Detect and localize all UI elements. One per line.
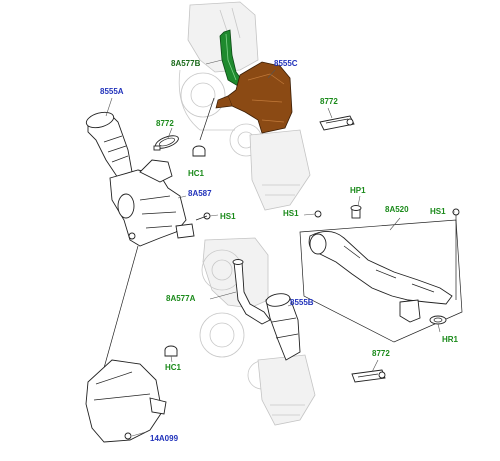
leader-hc1-top xyxy=(199,97,215,141)
label-8a577a: 8A577A xyxy=(166,294,196,303)
label-8555c: 8555C xyxy=(274,59,298,68)
label-hs1-left: HS1 xyxy=(283,209,299,218)
label-8555b: 8555B xyxy=(290,298,314,307)
pipe-8555b xyxy=(265,293,301,361)
valve-housing-8a587 xyxy=(109,159,195,247)
heat-shield-8555c xyxy=(215,61,293,134)
label-8772-top: 8772 xyxy=(320,97,338,106)
clamp-8772-top xyxy=(319,115,355,131)
label-14a099: 14A099 xyxy=(150,434,179,443)
screw-hs1-mid xyxy=(195,212,211,221)
label-8555a: 8555A xyxy=(100,87,124,96)
label-8a587: 8A587 xyxy=(188,189,212,198)
leader-housing-to-reservoir xyxy=(103,245,139,369)
label-hs1-right: HS1 xyxy=(430,207,446,216)
engine-block-top-ghost xyxy=(178,1,311,211)
label-8772-bot: 8772 xyxy=(372,349,390,358)
label-hp1: HP1 xyxy=(350,186,366,195)
inset-8a520 xyxy=(299,205,463,343)
cap-hc1-top xyxy=(192,145,206,157)
label-8772-left: 8772 xyxy=(156,119,174,128)
cap-hc1-bot xyxy=(164,345,178,357)
engine-block-bottom-ghost xyxy=(199,237,316,426)
label-hc1-bot: HC1 xyxy=(165,363,182,372)
clamp-8772-left xyxy=(153,135,179,151)
label-hr1: HR1 xyxy=(442,335,459,344)
label-hc1-top: HC1 xyxy=(188,169,205,178)
pipe-8555a xyxy=(85,111,133,179)
label-8a520: 8A520 xyxy=(385,205,409,214)
clamp-8772-bottom xyxy=(351,369,386,383)
hose-8a577a xyxy=(232,259,271,325)
label-hs1-mid: HS1 xyxy=(220,212,236,221)
label-8a577b: 8A577B xyxy=(171,59,201,68)
reservoir-14a099 xyxy=(85,359,167,443)
leader-lines xyxy=(105,59,455,437)
